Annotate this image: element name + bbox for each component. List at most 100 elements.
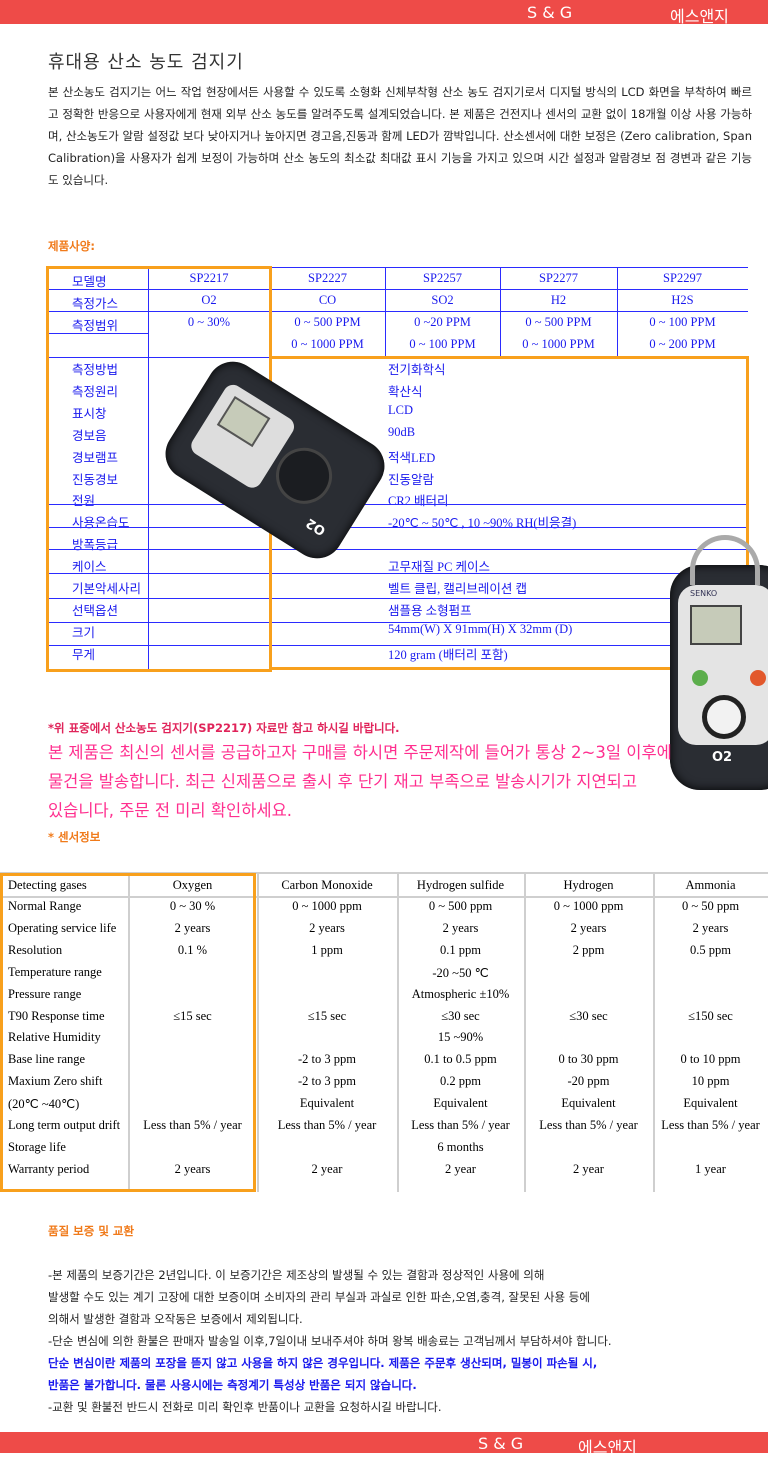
brand-name-kr: 에스앤지 <box>670 7 729 26</box>
table-cell: 0.2 ppm <box>440 1074 481 1089</box>
table-cell: 2 years <box>570 920 607 935</box>
table-cell: ≤30 sec <box>569 1008 608 1023</box>
row-divider <box>46 527 748 528</box>
table-cell: -2 to 3 ppm <box>298 1074 356 1089</box>
table-cell: 0 to 30 ppm <box>558 1052 619 1067</box>
column-header: Detecting gases <box>8 878 87 892</box>
bottom-banner: S & G 에스앤지 <box>0 1432 768 1457</box>
spec-value: LCD <box>388 403 413 417</box>
table-cell: Equivalent <box>561 1096 616 1111</box>
row-label: Normal Range <box>8 899 82 913</box>
spec-cell: H2 <box>550 293 567 307</box>
row-divider <box>46 311 748 312</box>
column-header: Oxygen <box>172 878 213 892</box>
spec-value: -20℃ ~ 50℃ , 10 ~90% RH(비응결) <box>388 516 577 530</box>
notice-line: 본 제품은 최신의 센서를 공급하고자 구매를 하시면 주문제작에 들어가 통상… <box>48 743 672 762</box>
table-cell: 15 ~90% <box>437 1030 484 1045</box>
row-label: T90 Response time <box>8 1008 105 1023</box>
warranty-line: -본 제품의 보증기간은 2년입니다. 이 보증기간은 제조상의 발생될 수 있… <box>48 1268 545 1282</box>
warranty-line: -교환 및 환불전 반드시 전화로 미리 확인후 반품이나 교환을 요청하시길 … <box>48 1400 442 1414</box>
device-model-label: O2 <box>303 514 329 539</box>
column-header: Ammonia <box>685 878 736 892</box>
table-cell: 10 ppm <box>691 1074 730 1089</box>
table-cell: ≤15 sec <box>307 1008 347 1023</box>
table-cell: 0.5 ppm <box>690 942 731 957</box>
spec-cell: 0 ~ 100 PPM <box>649 315 716 329</box>
column-header: Hydrogen sulfide <box>416 878 505 892</box>
spec-cell: H2S <box>671 293 694 307</box>
product-description: 본 산소농도 검지기는 어느 작업 현장에서든 사용할 수 있도록 소형화 신체… <box>48 85 752 187</box>
table-cell: 0.1 ppm <box>440 942 481 957</box>
brand-name-kr: 에스앤지 <box>578 1438 637 1457</box>
spec-value: 적색LED <box>388 451 436 465</box>
table-cell: Equivalent <box>299 1096 355 1111</box>
table-cell: -20 ~50 ℃ <box>432 965 489 980</box>
col-divider <box>148 357 149 669</box>
table-cell: Less than 5% / year <box>661 1118 760 1132</box>
spec-label: 진동경보 <box>72 473 119 487</box>
table-cell: Less than 5% / year <box>277 1118 377 1132</box>
spec-label: 기본악세사리 <box>72 582 142 596</box>
table-cell: 0 ~ 1000 ppm <box>292 899 362 913</box>
row-label: Warranty period <box>8 1161 90 1176</box>
table-cell: ≤15 sec <box>173 1008 212 1023</box>
table-cell: 2 years <box>692 920 729 935</box>
spec-label: 측정범위 <box>72 319 119 333</box>
table-cell: 1 year <box>695 1161 726 1176</box>
device-brand-label: SENKO <box>690 589 718 598</box>
table-cell: Less than 5% / year <box>411 1118 510 1132</box>
spec-cell: 0 ~ 1000 PPM <box>291 337 364 351</box>
warranty-line: 의해서 발생한 결함과 오작동은 보증에서 제외됩니다. <box>48 1312 303 1326</box>
spec-cell: SP2277 <box>539 271 578 285</box>
device-model-label: O2 <box>712 750 733 765</box>
spec-cell: SP2217 <box>189 271 229 285</box>
row-divider <box>46 504 748 505</box>
table-cell: 1 ppm <box>311 942 343 957</box>
table-cell: -20 ppm <box>567 1074 610 1089</box>
spec-label: 방폭등급 <box>72 538 119 552</box>
spec-label: 크기 <box>72 626 96 640</box>
sensor-heading: * 센서정보 <box>48 830 101 844</box>
spec-value: 고무재질 PC 케이스 <box>388 560 491 574</box>
row-divider <box>46 333 148 334</box>
spec-label: 모델명 <box>72 275 107 289</box>
spec-heading: 제품사양: <box>48 239 95 253</box>
table-cell: 2 years <box>174 1161 211 1176</box>
table-cell: ≤30 sec <box>441 1008 480 1023</box>
spec-value: 120 gram (배터리 포함) <box>388 648 508 662</box>
spec-value: 벨트 클립, 캘리브레이션 캡 <box>388 582 528 596</box>
col-divider <box>128 872 130 1192</box>
spec-cell: CO <box>318 293 337 307</box>
row-divider <box>46 267 748 268</box>
table-cell: 2 years <box>442 920 479 935</box>
warranty-heading: 품질 보증 및 교환 <box>48 1224 135 1238</box>
spec-label: 경보램프 <box>72 451 119 465</box>
spec-label: 표시창 <box>72 407 107 421</box>
table-cell: 0 ~ 30 % <box>169 899 216 913</box>
row-divider <box>46 598 748 599</box>
table-cell: 0.1 to 0.5 ppm <box>424 1052 497 1067</box>
row-label: Long term output drift <box>8 1118 121 1132</box>
spec-cell: 0 ~ 500 PPM <box>294 315 361 329</box>
column-header: Carbon Monoxide <box>281 878 373 892</box>
table-cell: 6 months <box>437 1139 484 1154</box>
warranty-line: 단순 변심이란 제품의 포장을 뜯지 않고 사용을 하지 않은 경우입니다. 제… <box>48 1356 598 1370</box>
spec-cell: 0 ~ 30% <box>187 315 231 329</box>
table-cell: Atmospheric ±10% <box>411 986 510 1001</box>
table-cell: 0 to 10 ppm <box>680 1052 741 1067</box>
warranty-line: 반품은 불가합니다. 물론 사용시에는 측정계기 특성상 반품은 되지 않습니다… <box>48 1378 417 1392</box>
spec-cell: 0 ~ 500 PPM <box>525 315 592 329</box>
row-label: Temperature range <box>8 964 102 979</box>
row-label: Base line range <box>8 1052 86 1067</box>
table-cell: 2 ppm <box>572 942 605 957</box>
row-label: Operating service life <box>8 920 117 935</box>
col-divider <box>500 267 501 357</box>
reference-note: *위 표중에서 산소농도 검지기(SP2217) 자료만 참고 하시길 바랍니다… <box>48 721 400 735</box>
table-cell: 2 years <box>174 920 211 935</box>
col-divider <box>524 872 526 1192</box>
spec-value: 90dB <box>388 425 416 439</box>
spec-cell: SP2257 <box>423 271 462 285</box>
table-cell: 0 ~ 50 ppm <box>681 899 740 913</box>
brand-name: S & G <box>527 3 573 22</box>
row-label: Storage life <box>8 1139 66 1154</box>
